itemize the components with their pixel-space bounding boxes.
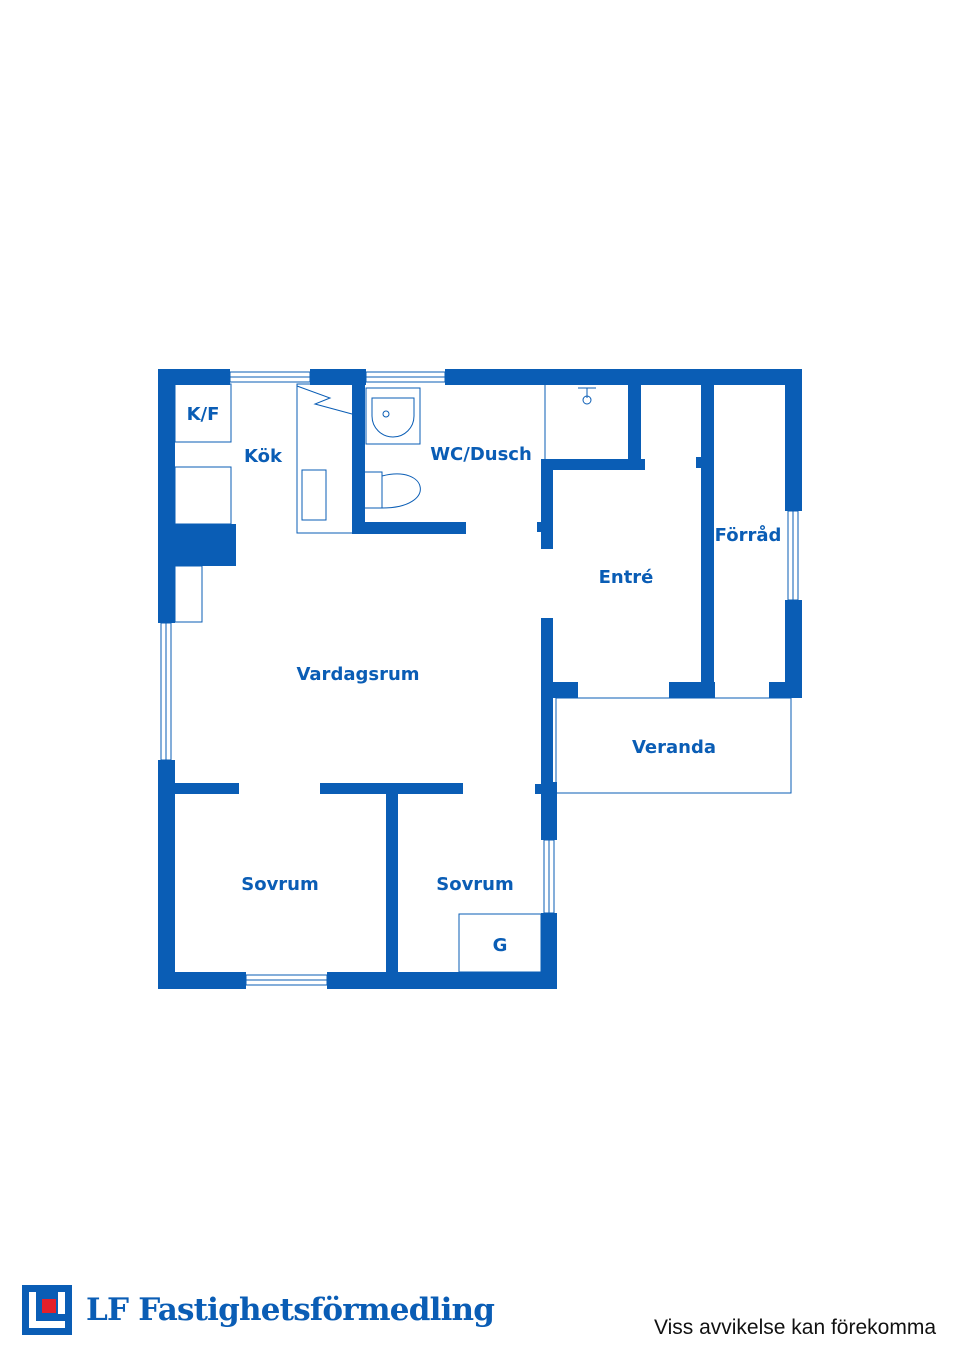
room-label-vardagsrum: Vardagsrum: [296, 664, 419, 685]
room-label-kok: Kök: [244, 446, 283, 467]
wall-entre-left-upper: [541, 459, 553, 549]
wall-wc-left: [352, 369, 365, 533]
basin-drain: [382, 410, 390, 418]
room-label-kf: K/F: [187, 404, 220, 425]
lf-logo-icon: [22, 1285, 72, 1335]
wall-right-upper: [785, 369, 802, 511]
wall-top-right: [445, 369, 802, 385]
wall-entre-left-lower: [541, 618, 553, 790]
room-label-veranda: Veranda: [632, 737, 716, 758]
room-label-wc: WC/Dusch: [430, 444, 532, 465]
kitchen-counter: [174, 466, 232, 525]
wall-bottom-right: [327, 972, 557, 989]
wall-bottom-left: [158, 972, 246, 989]
wall-shower-right: [628, 369, 641, 470]
washbasin-outline: [365, 387, 421, 445]
wall-bed-divider: [386, 783, 398, 972]
wall-wc-bottom: [352, 522, 466, 534]
wall-right-lower: [785, 600, 802, 698]
wall-bed2-right-lower: [541, 913, 557, 989]
washbasin-icon: [371, 397, 415, 438]
room-label-sovrum-2: Sovrum: [436, 874, 514, 895]
toilet-icon: [363, 471, 421, 509]
windows: [160, 371, 799, 986]
wall-entre-stub-2: [535, 784, 545, 794]
wall-forrad-bottom: [769, 682, 802, 698]
room-labels: K/F Kök WC/Dusch Förråd Entré Vardagsrum…: [187, 404, 782, 956]
wall-pillar: [175, 524, 236, 566]
wall-left-lower: [158, 760, 175, 989]
counter-inner: [301, 469, 327, 521]
vent-icon: [296, 385, 353, 415]
room-label-g: G: [493, 935, 508, 956]
wall-top-left: [158, 369, 230, 385]
disclaimer-text: Viss avvikelse kan förekomma: [653, 1316, 936, 1339]
brand-name: LF Fastighetsförmedling: [86, 1292, 495, 1328]
walls: [158, 369, 802, 989]
brand-logo: LF Fastighetsförmedling: [22, 1284, 495, 1336]
wall-forrad-left: [701, 369, 714, 698]
wall-left-upper: [158, 369, 175, 623]
wall-bed1-top: [158, 783, 239, 794]
wall-entre-bottom-left: [541, 682, 578, 698]
wall-entre-top: [541, 459, 645, 470]
wall-forrad-stub: [696, 457, 704, 468]
shower-head-icon: [578, 387, 596, 405]
room-label-forrad: Förråd: [715, 524, 782, 546]
wall-entre-stub: [537, 522, 545, 532]
kitchen-counter-lower: [174, 565, 203, 623]
room-label-entre: Entré: [599, 567, 654, 588]
room-label-sovrum-1: Sovrum: [241, 874, 319, 895]
wall-bed2-right-upper: [541, 782, 557, 840]
